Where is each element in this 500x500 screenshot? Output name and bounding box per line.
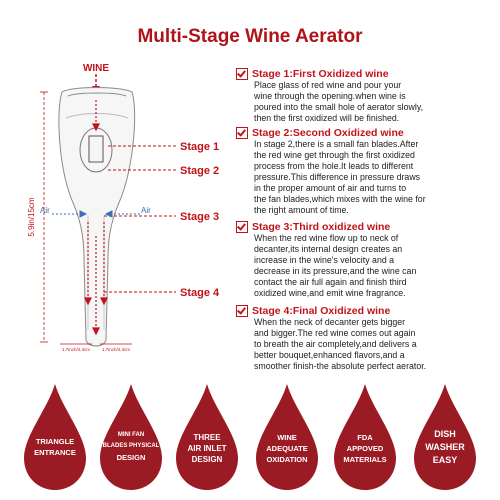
- checkbox-icon: [236, 68, 248, 80]
- wine-drop-icon: [24, 384, 86, 490]
- feature-drop-mini-fan: MINI FAN BLADES PHYSICAL DESIGN: [96, 380, 166, 492]
- stage-4-section: Stage 4:Final Oxidized wine When the nec…: [236, 305, 494, 372]
- feature-line: WASHER: [425, 442, 465, 452]
- feature-line: AIR INLET: [187, 444, 227, 453]
- stage-2-heading: Stage 2:Second Oxidized wine: [252, 127, 404, 139]
- feature-line: ENTRANCE: [34, 448, 76, 457]
- stage-3-section: Stage 3:Third oxidized wine When the red…: [236, 221, 494, 299]
- checkbox-icon: [236, 305, 248, 317]
- air-right-label: Air: [141, 206, 151, 215]
- feature-drop-oxidation: WINE ADEQUATE OXIDATION: [252, 380, 322, 492]
- stage-1-section: Stage 1:First Oxidized wine Place glass …: [236, 68, 494, 124]
- feature-line: TRIANGLE: [35, 437, 75, 446]
- feature-line: THREE: [193, 433, 221, 442]
- wine-drop-icon: [256, 384, 318, 490]
- feature-line: EASY: [432, 455, 458, 465]
- wine-drop-icon: [414, 384, 476, 490]
- feature-line: DISH: [434, 429, 456, 439]
- feature-line: BLADES PHYSICAL: [102, 443, 160, 449]
- wine-drop-icon: [334, 384, 396, 490]
- wine-drop-icon: [176, 384, 238, 490]
- height-dimension-label: 5.9in/15cm: [27, 197, 36, 236]
- feature-line: DESIGN: [191, 455, 223, 464]
- air-left-label: Air: [40, 206, 50, 215]
- stage-2-section: Stage 2:Second Oxidized wine In stage 2,…: [236, 127, 494, 216]
- stage-1-label: Stage 1: [180, 141, 219, 153]
- feature-line: DESIGN: [116, 453, 146, 462]
- stage-1-text: Place glass of red wine and pour your wi…: [254, 80, 424, 123]
- feature-drop-triangle-entrance: TRIANGLE ENTRANCE: [20, 380, 90, 492]
- stage-2-label: Stage 2: [180, 165, 219, 177]
- feature-line: WINE: [277, 433, 297, 442]
- stage-4-heading: Stage 4:Final Oxidized wine: [252, 305, 391, 317]
- stage-2-text: In stage 2,there is a small fan blades.A…: [254, 139, 426, 215]
- feature-line: APPOVED: [346, 444, 384, 453]
- stage-3-text: When the red wine flow up to neck of dec…: [254, 233, 417, 298]
- flow-arrows: [84, 100, 108, 336]
- feature-line: FDA: [357, 433, 373, 442]
- wine-drop-icon: [100, 384, 162, 490]
- page-title: Multi-Stage Wine Aerator: [137, 26, 363, 47]
- width-left-label: 1.7inch/4.3cm: [62, 347, 90, 352]
- feature-drops: TRIANGLE ENTRANCE MINI FAN BLADES PHYSIC…: [0, 380, 500, 500]
- checkbox-icon: [236, 221, 248, 233]
- stage-1-heading: Stage 1:First Oxidized wine: [252, 68, 389, 80]
- feature-line: ADEQUATE: [266, 444, 308, 453]
- stage-4-text: When the neck of decanter gets bigger an…: [254, 317, 427, 371]
- feature-line: MINI FAN: [117, 432, 145, 438]
- stage-3-label: Stage 3: [180, 211, 219, 223]
- wine-label: WINE: [83, 63, 109, 74]
- feature-drop-dishwasher: DISH WASHER EASY: [410, 380, 480, 492]
- stage-3-heading: Stage 3:Third oxidized wine: [252, 221, 391, 233]
- stage-4-label: Stage 4: [180, 287, 220, 299]
- feature-line: OXIDATION: [266, 455, 308, 464]
- width-right-label: 1.7inch/4.3cm: [102, 347, 130, 352]
- feature-line: MATERIALS: [343, 455, 387, 464]
- feature-drop-air-inlet: THREE AIR INLET DESIGN: [172, 380, 242, 492]
- feature-drop-fda: FDA APPOVED MATERIALS: [330, 380, 400, 492]
- aerator-body: [58, 87, 136, 347]
- checkbox-icon: [236, 127, 248, 139]
